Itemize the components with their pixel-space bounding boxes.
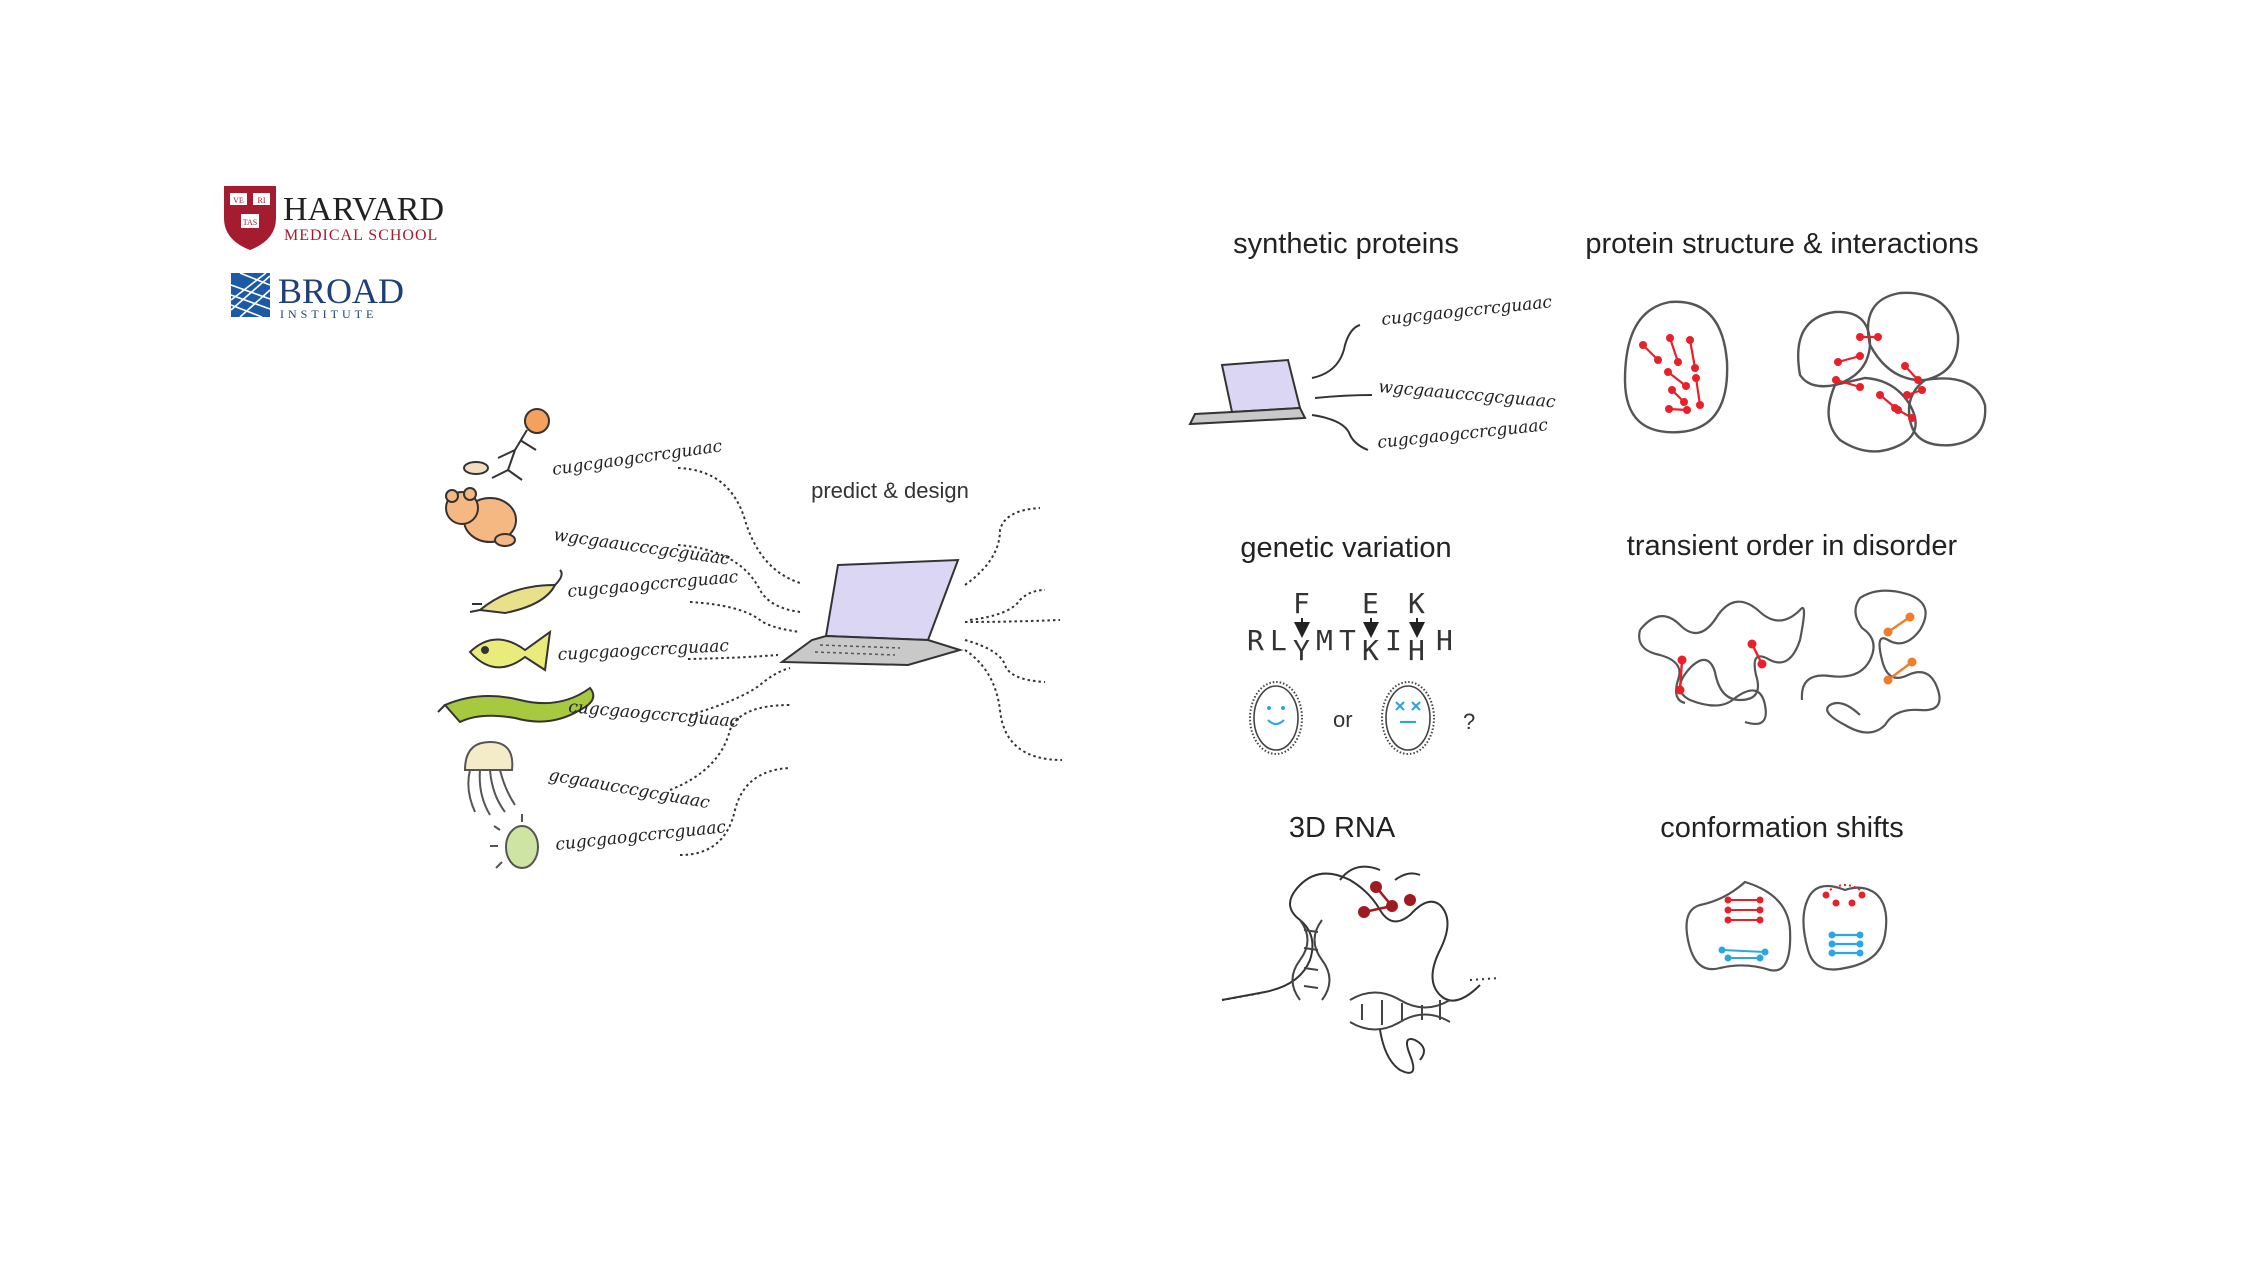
complex-nodes [1832, 333, 1926, 422]
residue-9: H [1436, 624, 1453, 657]
organism-bear [445, 487, 517, 547]
organism-fish [468, 629, 552, 672]
conformation-shifts-figure [1685, 880, 1888, 972]
rna-helix-2 [1349, 991, 1451, 1031]
transient-contacts-orange [1887, 616, 1913, 681]
conf-blue-contacts-1 [1721, 949, 1766, 959]
broad-wordmark: BROAD [278, 271, 404, 311]
organism-sequence-5: cugcgaogccrcguaac [568, 697, 741, 732]
residue-8: H [1408, 634, 1425, 667]
organism-jellyfish [463, 740, 516, 816]
output-connectors [964, 507, 1063, 761]
transient-nodes-orange [1883, 612, 1917, 685]
single-protein-contacts [1642, 337, 1702, 412]
organism-sequence-1: cugcgaogccrcguaac [551, 436, 724, 480]
residue-7: I [1385, 624, 1402, 657]
complex-subunits [1797, 291, 1987, 453]
mutation-arrows [1294, 618, 1425, 638]
protein-structure-figure [1623, 291, 1987, 453]
harvard-wordmark: HARVARD [283, 191, 444, 228]
laptop-small-icon [1188, 358, 1307, 426]
medical-school-wordmark: MEDICAL SCHOOL [284, 227, 438, 244]
single-protein-nodes [1639, 334, 1704, 414]
organism-mouse [469, 569, 563, 615]
mutation-1: F [1293, 587, 1310, 620]
laptop-main-icon [779, 558, 964, 667]
harvard-logo: VE RI TAS HARVARD MEDICAL SCHOOL [224, 186, 444, 250]
organism-worm [437, 686, 595, 724]
synthetic-proteins-figure: cugcgaogccrcguaac wgcgaaucccgcguaac cugc… [1188, 292, 1557, 453]
residue-5: T [1339, 624, 1356, 657]
variant-sequence: R L Y M T K I H H F E K [1247, 587, 1453, 667]
mutation-2: E [1362, 587, 1379, 620]
shield-letters-2: RI [258, 196, 266, 205]
transient-order-figure [1638, 589, 1941, 734]
synthetic-sequence-1: cugcgaogccrcguaac [1380, 292, 1553, 330]
happy-cell-icon [1249, 681, 1303, 755]
predict-design-label: predict & design [811, 478, 969, 503]
title-conformation-shifts: conformation shifts [1660, 812, 1904, 844]
organism-sequence-3: cugcgaogccrcguaac [567, 567, 740, 602]
transient-nodes-red [1675, 639, 1767, 695]
title-transient-order: transient order in disorder [1626, 530, 1958, 562]
mutation-3: K [1408, 587, 1425, 620]
question-mark: ? [1463, 709, 1475, 734]
residue-3: Y [1293, 634, 1310, 667]
organism-yeast [490, 814, 539, 869]
organism-sequence-2: wgcgaaucccgcguaac [552, 525, 731, 570]
input-connectors [669, 467, 801, 856]
synthetic-sequence-3: cugcgaogccrcguaac [1376, 415, 1549, 453]
title-genetic-variation: genetic variation [1240, 532, 1452, 564]
predict-design-box: predict & design [811, 478, 969, 503]
synthetic-branches [1311, 324, 1373, 451]
residue-1: R [1247, 624, 1264, 657]
rna-helix-1 [1291, 919, 1331, 1001]
organism-sequence-4: cugcgaogccrcguaac [557, 636, 730, 665]
title-3d-rna: 3D RNA [1288, 812, 1396, 844]
genetic-variation-figure: R L Y M T K I H H F E K or [1247, 587, 1475, 755]
dead-cell-icon [1381, 681, 1435, 755]
broad-logo: BROAD INSTITUTE [230, 271, 404, 321]
shield-letters-3: TAS [243, 218, 257, 227]
residue-4: M [1316, 624, 1333, 657]
rna-3d-figure [1221, 865, 1501, 1074]
title-protein-structure: protein structure & interactions [1585, 228, 1979, 260]
title-synthetic-proteins: synthetic proteins [1233, 228, 1459, 260]
or-label: or [1333, 707, 1353, 732]
conf-blue-contacts-2 [1832, 933, 1860, 955]
organism-human [463, 408, 550, 481]
residue-6: K [1362, 634, 1379, 667]
shield-letters-1: VE [233, 196, 244, 205]
synthetic-sequences: cugcgaogccrcguaac wgcgaaucccgcguaac cugc… [1376, 292, 1556, 453]
residue-2: L [1270, 624, 1287, 657]
conf-red-contacts-1 [1728, 899, 1760, 921]
synthetic-sequence-2: wgcgaaucccgcguaac [1378, 377, 1557, 412]
organism-sequences: cugcgaogccrcguaac wgcgaaucccgcguaac cugc… [547, 436, 740, 855]
organism-sequence-6: gcgaaucccgcguaac [547, 765, 712, 813]
institute-wordmark: INSTITUTE [280, 307, 377, 321]
organism-sequence-7: cugcgaogccrcguaac [554, 817, 727, 855]
